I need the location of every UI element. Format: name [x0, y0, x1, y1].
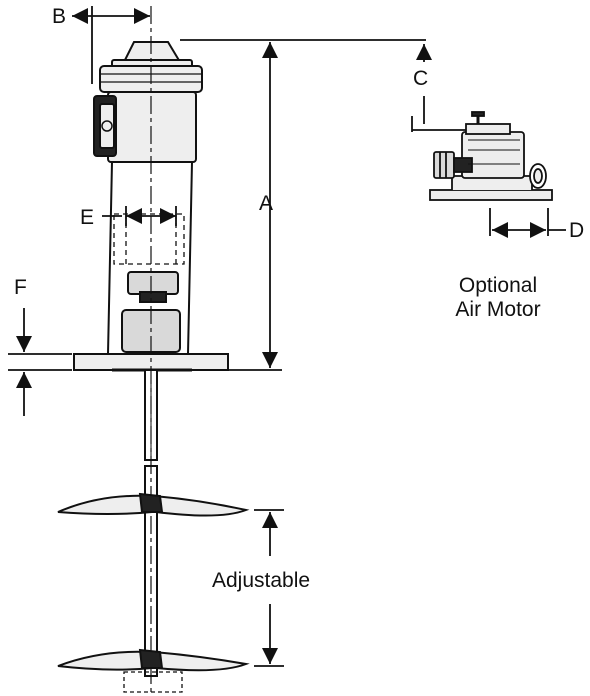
label-c: C — [413, 67, 429, 90]
air-motor-caption-line1: Optional — [458, 274, 538, 297]
label-d: D — [569, 219, 585, 242]
air-motor-caption-line2: Air Motor — [455, 298, 541, 321]
label-b: B — [52, 5, 67, 28]
air-motor-illustration — [429, 111, 553, 201]
label-f: F — [14, 276, 27, 299]
label-adjustable: Adjustable — [212, 569, 311, 592]
label-a: A — [259, 192, 274, 215]
motor-lower — [107, 91, 197, 163]
dimension-lines — [8, 6, 566, 667]
lower-impeller — [57, 648, 250, 693]
air-motor-base — [429, 189, 553, 201]
switch-knob — [101, 120, 113, 132]
upper-impeller — [57, 492, 250, 517]
label-e: E — [80, 206, 95, 229]
air-motor-inlet — [433, 151, 455, 179]
coupling-upper — [127, 271, 179, 295]
air-motor-caption: Optional Air Motor — [432, 274, 564, 322]
